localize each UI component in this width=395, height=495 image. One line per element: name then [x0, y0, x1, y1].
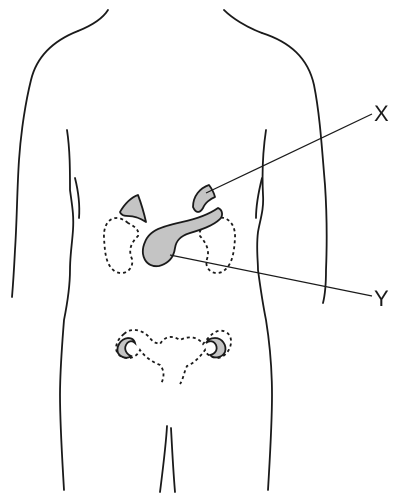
neck-left-line [78, 10, 108, 31]
pointer-line-y [170, 255, 372, 296]
left-arm-gap-line [60, 130, 73, 490]
left-kidney [104, 218, 138, 273]
left-hip-line [75, 178, 79, 218]
right-ovary [206, 338, 225, 357]
reproductive-organs [116, 330, 231, 384]
label-y: Y [374, 286, 389, 311]
pointer-line-x [206, 114, 372, 193]
torso-left-outline [12, 31, 78, 297]
right-adrenal-gland [193, 185, 215, 212]
legs-center-line-right [171, 428, 175, 492]
right-arm-gap-line [257, 130, 272, 490]
legs-center-line-left [160, 426, 167, 492]
label-x: X [374, 101, 389, 126]
left-adrenal-gland [120, 195, 146, 222]
left-ovary [117, 338, 135, 358]
torso-right-outline [262, 33, 327, 303]
neck-right-line [224, 10, 262, 33]
